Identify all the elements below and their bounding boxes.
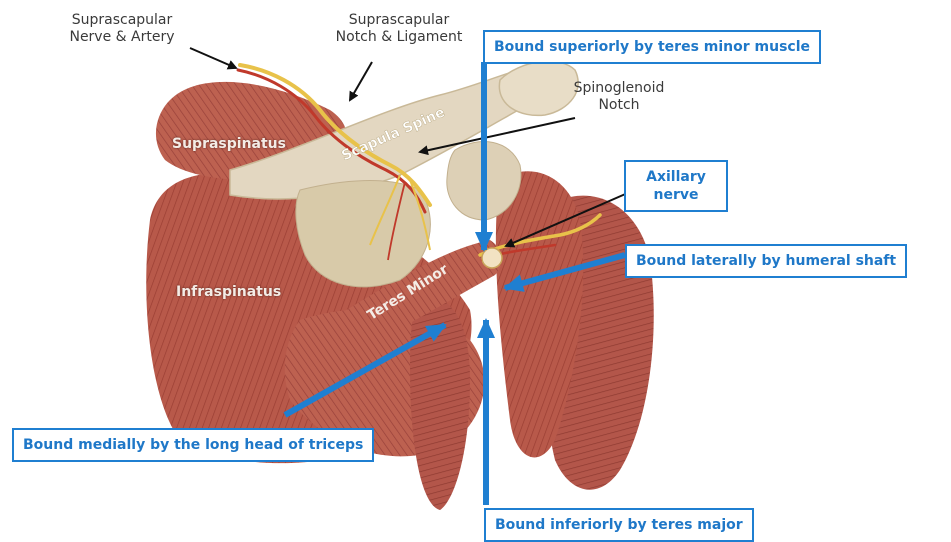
medial-boundary-box: Bound medially by the long head of trice… [12, 428, 374, 462]
suprascapular-nerve-artery-label: Suprascapular Nerve & Artery [56, 12, 188, 46]
lateral-boundary-box: Bound laterally by humeral shaft [625, 244, 907, 278]
suprascapular-notch-ligament-label: Suprascapular Notch & Ligament [328, 12, 470, 46]
superior-boundary-box: Bound superiorly by teres minor muscle [483, 30, 821, 64]
supraspinatus-label: Supraspinatus [172, 136, 286, 152]
axillary-nerve-box: Axillary nerve [624, 160, 728, 212]
infraspinatus-label: Infraspinatus [176, 284, 281, 300]
inferior-boundary-box: Bound inferiorly by teres major [484, 508, 754, 542]
leader-suprascapular-nerve [190, 48, 236, 68]
quadrangular-space-opening [482, 248, 502, 268]
leader-suprascapular-notch [350, 62, 372, 100]
spinoglenoid-notch-label: Spinoglenoid Notch [560, 80, 678, 114]
